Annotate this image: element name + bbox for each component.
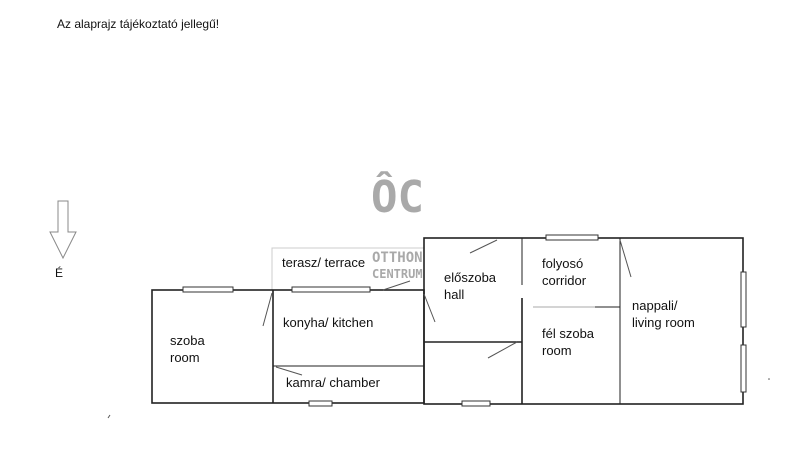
north-arrow-icon — [49, 200, 77, 260]
disclaimer-note: Az alaprajz tájékoztató jellegű! — [57, 17, 220, 31]
watermark-otthon: OTTHON — [372, 250, 423, 266]
room-label-terasz: terasz/ terrace — [282, 255, 366, 270]
terrace-outline — [271, 247, 424, 290]
north-label: É — [55, 266, 64, 280]
room-label-kamra: kamra/ chamber — [286, 375, 380, 390]
room-label-nappali: nappali/living room — [632, 298, 695, 330]
room-label-konyha: konyha/ kitchen — [283, 315, 374, 330]
watermark-centrum: CENTRUM — [372, 267, 423, 281]
watermark-logo: ÔC — [371, 172, 424, 223]
windows — [182, 234, 747, 407]
door-swings — [262, 239, 632, 376]
